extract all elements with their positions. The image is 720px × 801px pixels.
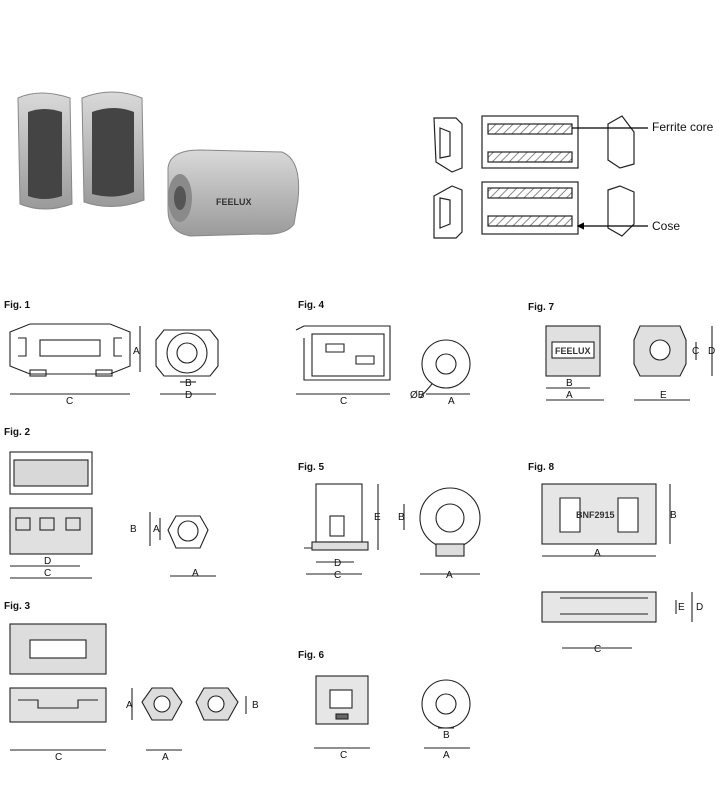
fig8-title: Fig. 8: [528, 462, 555, 473]
fig5-drawing: [304, 483, 481, 575]
fig5-dim-A: A: [446, 570, 453, 581]
fig7-dim-D: D: [708, 346, 715, 357]
callout-ferrite-core: Ferrite core: [652, 120, 714, 134]
fig4-dim-phiB: ØB: [410, 390, 425, 401]
fig5-dim-C: C: [334, 570, 341, 581]
fig5-dim-D: D: [334, 558, 341, 569]
fig2-dim-A1: A: [153, 524, 160, 535]
fig1-drawing: [9, 323, 219, 395]
fig1-dim-C: C: [66, 396, 73, 407]
photo-brand: FEELUX: [216, 197, 252, 207]
fig7-dim-E: E: [660, 390, 667, 401]
fig8-dim-D: D: [696, 602, 703, 613]
fig5-dim-B: B: [398, 512, 405, 523]
fig3-drawing: [9, 623, 247, 751]
fig8-drawing: [541, 483, 693, 649]
fig6-drawing: [314, 675, 471, 749]
fig6-dim-A: A: [443, 750, 450, 761]
fig1-title: Fig. 1: [4, 300, 31, 311]
fig2-dim-A2: A: [192, 568, 199, 579]
fig7-title: Fig. 7: [528, 302, 555, 313]
fig6-dim-B: B: [443, 730, 450, 741]
fig4-dim-A: A: [448, 396, 455, 407]
fig3-dim-A2: A: [162, 752, 169, 763]
section-diagram: [433, 115, 648, 239]
fig2-dim-C: C: [44, 568, 51, 579]
fig7-brand: FEELUX: [555, 346, 591, 356]
fig5-title: Fig. 5: [298, 462, 325, 473]
fig1-dim-A: A: [133, 346, 140, 357]
fig7-dim-B: B: [566, 378, 573, 389]
fig2-drawing: [9, 451, 216, 579]
fig4-title: Fig. 4: [298, 300, 325, 311]
fig1-dim-B: B: [185, 378, 192, 389]
fig8-dim-A: A: [594, 548, 601, 559]
fig6-title: Fig. 6: [298, 650, 325, 661]
fig8-model: BNF2915: [576, 510, 615, 520]
fig8-dim-B: B: [670, 510, 677, 521]
fig3-dim-A1: A: [126, 700, 133, 711]
fig6-dim-C: C: [340, 750, 347, 761]
fig3-dim-B: B: [252, 700, 259, 711]
fig4-dim-C: C: [340, 396, 347, 407]
fig7-dim-A: A: [566, 390, 573, 401]
fig2-dim-B: B: [130, 524, 137, 535]
fig2-title: Fig. 2: [4, 427, 31, 438]
fig1-dim-D: D: [185, 390, 192, 401]
fig8-dim-C: C: [594, 644, 601, 655]
fig5-dim-E: E: [374, 512, 381, 523]
fig2-dim-D: D: [44, 556, 51, 567]
fig4-drawing: [295, 325, 471, 399]
product-photo: FEELUX: [17, 91, 300, 237]
fig3-title: Fig. 3: [4, 601, 31, 612]
callout-case: Cose: [652, 219, 680, 233]
fig7-drawing: [545, 325, 713, 401]
fig3-dim-C: C: [55, 752, 62, 763]
fig7-dim-C: C: [692, 346, 699, 357]
fig8-dim-E: E: [678, 602, 685, 613]
